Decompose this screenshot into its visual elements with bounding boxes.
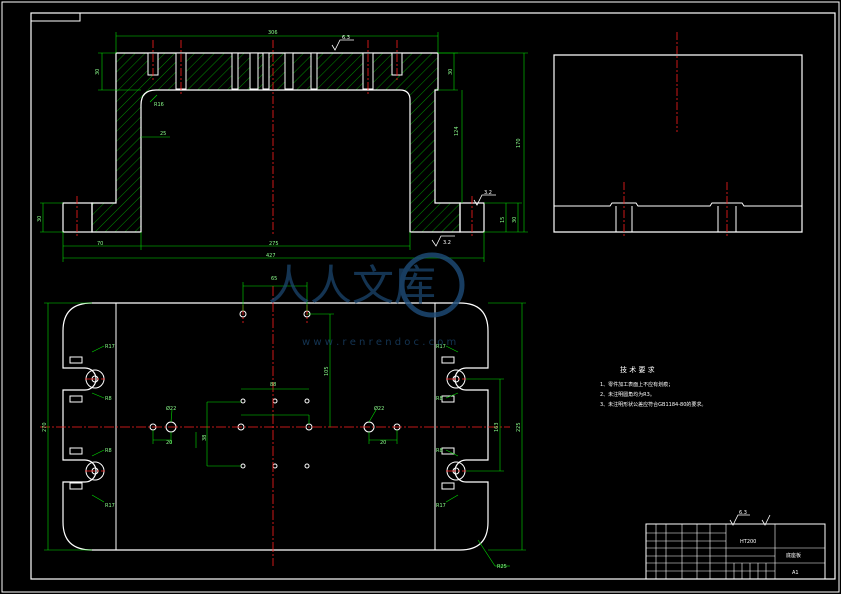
inner-frame <box>30 12 836 580</box>
dim-slot-r8-bl: R8 <box>105 448 112 454</box>
side-view-groove-line <box>554 202 802 207</box>
tech-req-item-1: 1、零件加工表面上不应有划痕； <box>600 381 673 388</box>
dim-overall-height: 270 <box>42 422 48 432</box>
dim-slot-r17-tl: R17 <box>105 344 115 350</box>
tech-req-item-2: 2、未注明圆角均为R3。 <box>600 391 655 398</box>
roughness-right-value: 3.2 <box>484 190 492 196</box>
side-view <box>553 32 803 238</box>
dim-right-small-2: 30 <box>512 217 518 223</box>
dim-right-small-1: 15 <box>500 217 506 223</box>
watermark-logo-ring <box>399 252 465 318</box>
dim-right-height: 105 <box>324 366 330 376</box>
dim-right-step: 30 <box>448 69 454 75</box>
watermark-text: 人人文库 <box>268 261 436 310</box>
tech-req-item-3: 3、未注明形状公差应符合GB1184-80的要求。 <box>600 401 706 408</box>
dim-corner-radius: R25 <box>497 564 507 570</box>
dim-top-offset: 65 <box>271 276 277 282</box>
title-block-roughness-symbol <box>729 514 771 526</box>
roughness-symbol-top <box>331 39 354 51</box>
dim-total-height: 170 <box>516 138 522 148</box>
dim-right-total: 225 <box>516 422 522 432</box>
watermark-url: w w w . r e n r e n d o c . c o m <box>302 337 456 348</box>
dim-slot-r8-tr: R8 <box>436 396 443 402</box>
dim-overall-width: 306 <box>268 30 278 36</box>
dim-slot-r17-br: R17 <box>436 503 446 509</box>
dim-base-height: 30 <box>37 216 43 222</box>
watermark: 人人文库 w w w . r e n r e n d o c . c o m <box>268 252 465 348</box>
dim-hole-right: Ø22 <box>374 405 384 412</box>
roughness-symbol-bottom <box>431 235 455 247</box>
title-block-part-name: 底座板 <box>786 552 801 559</box>
technical-requirements: 技 术 要 求 1、零件加工表面上不应有划痕； 2、未注明圆角均为R3。 3、未… <box>600 365 706 408</box>
tech-req-title: 技 术 要 求 <box>620 365 655 374</box>
dim-mid-height: 163 <box>494 422 500 432</box>
roughness-top-value: 6.3 <box>342 35 350 41</box>
dim-slot-r8-tl: R8 <box>105 396 112 402</box>
dim-slot-r17-tr: R17 <box>436 344 446 350</box>
dim-left-small: 38 <box>202 435 208 441</box>
dim-inner-height: 124 <box>454 126 460 136</box>
dim-slot-r8-br: R8 <box>436 448 443 454</box>
dim-overall-length: 427 <box>266 253 276 259</box>
roughness-symbol-right <box>473 194 496 206</box>
title-block-material: HT200 <box>740 539 756 545</box>
dim-hole-left: Ø22 <box>166 405 176 412</box>
title-block-roughness-value: 6.3 <box>739 510 747 516</box>
dim-slot-r17-bl: R17 <box>105 503 115 509</box>
roughness-bottom-value: 3.2 <box>443 240 451 246</box>
dim-right-hole-gap: 20 <box>380 440 386 446</box>
title-block: 6.3 HT200 底座板 A1 <box>645 510 826 580</box>
dim-left-flange: 70 <box>97 241 103 247</box>
dim-wall: 25 <box>160 131 166 137</box>
title-block-sheet-size: A1 <box>792 570 799 576</box>
dim-inner-width: 275 <box>269 241 279 247</box>
corner-tag <box>30 12 81 22</box>
dim-center-width: 88 <box>270 382 276 388</box>
side-view-outline <box>553 54 803 233</box>
dim-left-hole-gap: 20 <box>166 440 172 446</box>
section-view: 6.3 3.2 3.2 306 30 30 124 170 R16 25 30 … <box>37 30 528 262</box>
left-flange <box>62 202 93 233</box>
plan-view: 65 88 105 270 163 225 20 38 20 R17 R8 R8… <box>40 276 526 570</box>
dim-top-height: 30 <box>95 69 101 75</box>
section-hatch <box>92 53 460 232</box>
dim-fillet: R16 <box>154 102 164 108</box>
